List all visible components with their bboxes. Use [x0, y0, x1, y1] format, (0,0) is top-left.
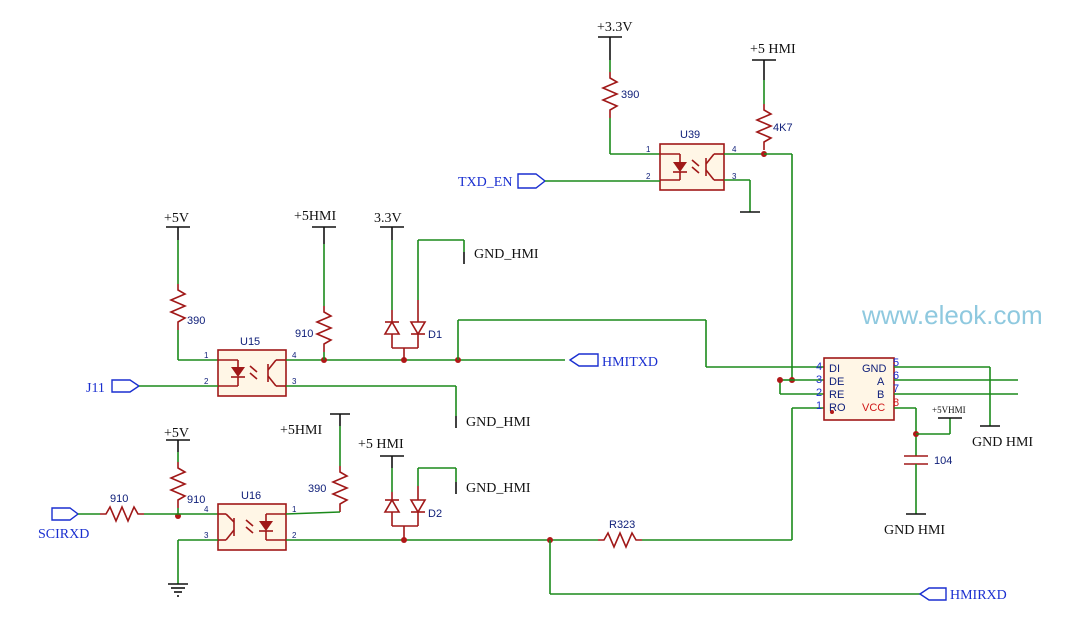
- resistor-label-4k7: 4K7: [773, 122, 793, 134]
- u39-pin-3: 3: [732, 172, 737, 181]
- power-label-5hmi-u16: +5HMI: [280, 423, 322, 438]
- diode-label-d2: D2: [428, 508, 442, 520]
- u39-pin-1: 1: [646, 145, 651, 154]
- rs485-pin-8: 8: [893, 397, 899, 409]
- net-label-hmitxd: HMITXD: [602, 355, 658, 370]
- resistor-4k7: [754, 104, 774, 150]
- rs485-transceiver: [823, 357, 895, 421]
- rs485-label-b: B: [877, 389, 884, 401]
- rs485-label-di: DI: [829, 363, 840, 375]
- u39-pin-2: 2: [646, 172, 651, 181]
- net-label-hmirxd: HMIRXD: [950, 588, 1007, 603]
- ground-label-rs485: GND HMI: [972, 435, 1033, 450]
- ground-label-cap: GND HMI: [884, 523, 945, 538]
- ground-label-d2: GND_HMI: [466, 481, 531, 496]
- power-label-5hmi-top: +5 HMI: [750, 42, 796, 57]
- capacitor-label-104: 104: [934, 455, 952, 467]
- resistor-label-910-u16-in: 910: [187, 494, 205, 506]
- net-label-scirxd: SCIRXD: [38, 527, 89, 542]
- u39-ref: U39: [680, 129, 700, 141]
- power-label-3v3-d1: 3.3V: [374, 211, 402, 226]
- net-port-hmitxd: [568, 353, 599, 367]
- rs485-pin-7: 7: [893, 383, 899, 395]
- resistor-label-910-sci: 910: [110, 493, 128, 505]
- rs485-label-re: RE: [829, 389, 844, 401]
- resistor-910-u16-in: [168, 462, 188, 508]
- ground-label-u15: GND_HMI: [466, 415, 531, 430]
- rs485-pin-2: 2: [816, 387, 822, 399]
- u15-pin-2: 2: [204, 377, 209, 386]
- u16-ref: U16: [241, 490, 261, 502]
- net-port-txd-en: [517, 173, 547, 189]
- resistor-label-r323: R323: [609, 519, 635, 531]
- rs485-pin-1: 1: [816, 400, 822, 412]
- u15-section: +5V 390 U15 1 2 4 3 J11 G: [86, 209, 824, 430]
- rs485-pin-4: 4: [816, 361, 822, 373]
- power-label-5v-u16: +5V: [164, 426, 189, 441]
- resistor-390-u39: [600, 72, 620, 118]
- rs485-label-de: DE: [829, 376, 844, 388]
- optocoupler-u15: [217, 349, 287, 397]
- resistor-label-910-u15: 910: [295, 328, 313, 340]
- rs485-pin-3: 3: [816, 374, 822, 386]
- ground-label-d1: GND_HMI: [474, 247, 539, 262]
- u39-pin-4: 4: [732, 145, 737, 154]
- rs485-pin-5: 5: [893, 357, 899, 369]
- u16-pin-1: 1: [292, 505, 297, 514]
- u39-section: +3.3V 390 U39 1 2 4 3: [458, 20, 796, 382]
- rs485-label-vcc: VCC: [862, 402, 885, 414]
- watermark: www.eleok.com: [861, 300, 1043, 330]
- power-label-5hmi-d2: +5 HMI: [358, 437, 404, 452]
- net-port-j11: [111, 379, 141, 393]
- u16-pin-4: 4: [204, 505, 209, 514]
- resistor-910-u15: [314, 306, 334, 352]
- u16-pin-3: 3: [204, 531, 209, 540]
- resistor-r323: [598, 530, 642, 550]
- net-label-j11: J11: [86, 381, 105, 396]
- rs485-label-a: A: [877, 376, 885, 388]
- power-label-5v-u15: +5V: [164, 211, 189, 226]
- u15-pin-3: 3: [292, 377, 297, 386]
- resistor-label-390-u15: 390: [187, 315, 205, 327]
- net-label-txd-en: TXD_EN: [458, 175, 512, 190]
- power-label-5hmi-u15: +5HMI: [294, 209, 336, 224]
- power-label-5vhmi-rs485: +5VHMI: [932, 405, 966, 415]
- u16-section: +5V 910 SCIRXD 910 U16 4 3 1 2: [38, 407, 1007, 603]
- optocoupler-u16: [217, 503, 287, 551]
- resistor-label-390-u16: 390: [308, 483, 326, 495]
- rs485-label-gnd: GND: [862, 363, 887, 375]
- net-port-scirxd: [51, 507, 80, 521]
- resistor-390-u16: [330, 466, 350, 512]
- power-label-3v3-top: +3.3V: [597, 20, 633, 35]
- u15-ref: U15: [240, 336, 260, 348]
- diode-label-d1: D1: [428, 329, 442, 341]
- rs485-label-ro: RO: [829, 402, 846, 414]
- rs485-section: 4 DI 3 DE 2 RE 1 RO GND 5 A 6 B 7 VCC 8 …: [777, 357, 1033, 538]
- resistor-390-u15: [168, 284, 188, 330]
- u16-pin-2: 2: [292, 531, 297, 540]
- u15-pin-1: 1: [204, 351, 209, 360]
- net-port-hmirxd: [918, 587, 947, 601]
- u15-pin-4: 4: [292, 351, 297, 360]
- resistor-910-sci: [100, 504, 144, 524]
- resistor-label-390-u39: 390: [621, 89, 639, 101]
- rs485-pin-6: 6: [893, 370, 899, 382]
